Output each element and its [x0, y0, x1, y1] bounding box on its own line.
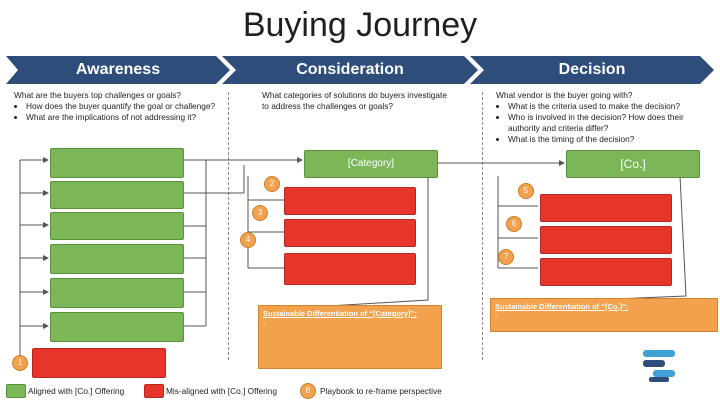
playbook-badge: 4	[240, 232, 256, 248]
misaligned-box	[540, 226, 672, 254]
chevron-shape	[222, 56, 478, 84]
decision-question: What vendor is the buyer going with?	[496, 90, 633, 100]
decision-bullet: What is the timing of the decision?	[508, 134, 696, 145]
playbook-badge: 5	[518, 183, 534, 199]
legend-aligned-swatch	[6, 384, 26, 398]
misaligned-box	[284, 253, 416, 285]
company-logo-icon	[643, 350, 675, 382]
stage-decision-label: Decision	[558, 61, 626, 78]
aligned-box	[50, 244, 184, 274]
legend-playbook-badge: 8	[300, 383, 316, 399]
decision-differentiation-box: Sustainable Differentiation of “[Co.]”: …	[490, 298, 718, 332]
stage-consideration: Consideration	[222, 56, 478, 84]
differentiation-title: Sustainable Differentiation of “[Categor…	[263, 309, 417, 318]
legend-misaligned-swatch	[144, 384, 164, 398]
differentiation-body: -	[495, 312, 498, 321]
stage-awareness: Awareness	[6, 56, 230, 84]
stage-divider	[228, 92, 229, 360]
awareness-questions: What are the buyers top challenges or go…	[14, 90, 229, 123]
playbook-badge: 2	[264, 176, 280, 192]
awareness-bullet: How does the buyer quantify the goal or …	[26, 101, 229, 112]
misaligned-box	[540, 194, 672, 222]
aligned-box	[50, 212, 184, 240]
misaligned-box	[284, 219, 416, 247]
chevron-shape	[6, 56, 230, 84]
stage-awareness-label: Awareness	[75, 61, 161, 78]
playbook-badge: 1	[12, 355, 28, 371]
page-title: Buying Journey	[242, 6, 478, 44]
playbook-badge: 7	[498, 249, 514, 265]
decision-bullet: What is the criteria used to make the de…	[508, 101, 696, 112]
playbook-badge: 3	[252, 205, 268, 221]
aligned-box	[50, 312, 184, 342]
aligned-box	[50, 148, 184, 178]
stage-decision: Decision	[470, 56, 714, 84]
legend-misaligned-label: Mis-aligned with [Co.] Offering	[166, 386, 277, 396]
consideration-question: What categories of solutions do buyers i…	[262, 90, 447, 111]
legend-aligned-label: Aligned with [Co.] Offering	[28, 386, 125, 396]
misaligned-box	[540, 258, 672, 286]
consideration-differentiation-box: Sustainable Differentiation of “[Categor…	[258, 305, 442, 369]
differentiation-title: Sustainable Differentiation of “[Co.]”:	[495, 302, 629, 311]
stage-divider	[482, 92, 483, 360]
consideration-questions: What categories of solutions do buyers i…	[262, 90, 452, 112]
misaligned-box	[32, 348, 166, 378]
aligned-box	[50, 278, 184, 308]
awareness-question: What are the buyers top challenges or go…	[14, 90, 181, 100]
legend-playbook-label: Playbook to re-frame perspective	[320, 386, 442, 396]
decision-questions: What vendor is the buyer going with? Wha…	[496, 90, 696, 145]
misaligned-box	[284, 187, 416, 215]
category-box: [Category]	[304, 150, 438, 178]
awareness-bullet: What are the implications of not address…	[26, 112, 229, 123]
aligned-box	[50, 181, 184, 209]
chevron-shape	[470, 56, 714, 84]
differentiation-body: -	[263, 319, 266, 328]
vendor-box: [Co.]	[566, 150, 700, 178]
decision-bullet: Who is involved in the decision? How doe…	[508, 112, 696, 134]
playbook-badge: 6	[506, 216, 522, 232]
stage-consideration-label: Consideration	[296, 61, 404, 78]
